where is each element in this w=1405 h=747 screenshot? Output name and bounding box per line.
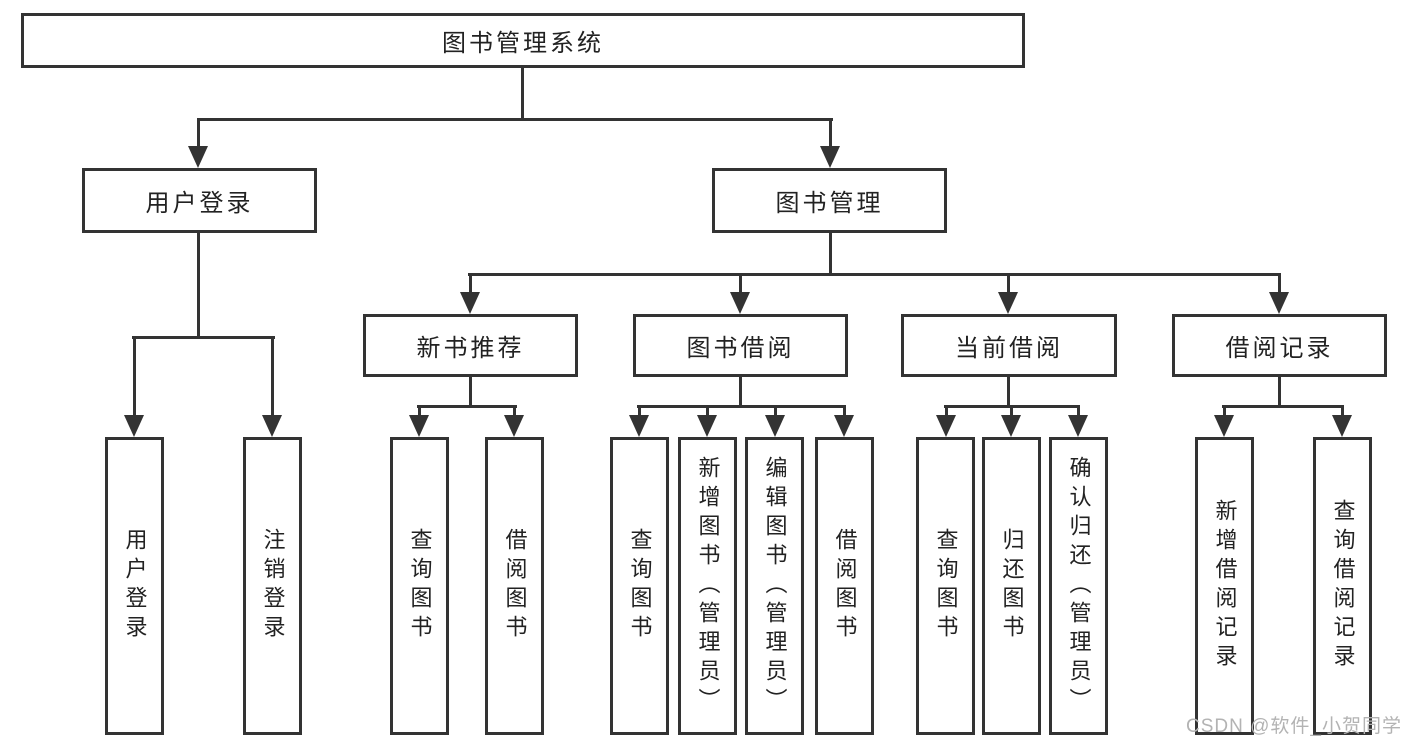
node-book-borrow: 图书借阅 xyxy=(633,314,848,377)
node-root-label: 图书管理系统 xyxy=(442,30,604,57)
node-book-management: 图书管理 xyxy=(712,168,947,233)
node-book-borrow-label: 图书借阅 xyxy=(686,335,795,362)
down-arrow-leaf-user-login xyxy=(124,338,144,437)
connector-hline-current-borrow xyxy=(944,405,1080,408)
down-arrow-return-book xyxy=(1001,407,1021,437)
node-new-book-recommend-label: 新书推荐 xyxy=(416,335,525,362)
leaf-add-book-label: 新增图书（管理员） xyxy=(695,455,721,717)
down-arrow-query-book-1 xyxy=(409,407,429,437)
down-arrow-add-borrow-record xyxy=(1214,407,1234,437)
leaf-add-borrow-record: 新增借阅记录 xyxy=(1195,437,1254,735)
down-arrow-current-borrow xyxy=(998,275,1018,314)
down-arrow-borrow-book-1 xyxy=(504,407,524,437)
down-arrow-query-borrow-record xyxy=(1332,407,1352,437)
down-arrow-book-borrow xyxy=(730,275,750,314)
connector-hline-borrow-record xyxy=(1222,405,1344,408)
down-arrow-add-book xyxy=(697,407,717,437)
down-arrow-query-book-2 xyxy=(629,407,649,437)
leaf-borrow-book-2-label: 借阅图书 xyxy=(832,528,858,644)
leaf-query-book-3: 查询图书 xyxy=(916,437,975,735)
node-borrow-record-label: 借阅记录 xyxy=(1225,335,1334,362)
node-book-management-label: 图书管理 xyxy=(775,190,884,217)
leaf-query-book-1: 查询图书 xyxy=(390,437,449,735)
connector-hline-level3 xyxy=(468,273,1281,276)
connector-hline-new-book-recommend xyxy=(417,405,517,408)
down-arrow-confirm-return xyxy=(1068,407,1088,437)
csdn-watermark: CSDN @软件_小贺同学 xyxy=(1186,716,1402,737)
leaf-confirm-return: 确认归还（管理员） xyxy=(1049,437,1108,735)
connector-vline-user-login xyxy=(197,231,200,339)
node-user-login-label: 用户登录 xyxy=(145,190,254,217)
down-arrow-new-book-recommend xyxy=(460,275,480,314)
down-arrow-borrow-record xyxy=(1269,275,1289,314)
leaf-logout: 注销登录 xyxy=(243,437,302,735)
connector-vline-book-management xyxy=(829,231,832,276)
leaf-edit-book: 编辑图书（管理员） xyxy=(745,437,804,735)
leaf-user-login-label: 用户登录 xyxy=(122,528,148,644)
leaf-return-book: 归还图书 xyxy=(982,437,1041,735)
leaf-add-borrow-record-label: 新增借阅记录 xyxy=(1212,499,1238,673)
leaf-query-book-3-label: 查询图书 xyxy=(933,528,959,644)
node-root: 图书管理系统 xyxy=(21,13,1025,68)
connector-hline-book-borrow xyxy=(637,405,846,408)
leaf-query-borrow-record-label: 查询借阅记录 xyxy=(1330,499,1356,673)
down-arrow-edit-book xyxy=(765,407,785,437)
leaf-borrow-book-1: 借阅图书 xyxy=(485,437,544,735)
connector-hline-user-login xyxy=(132,336,275,339)
node-current-borrow: 当前借阅 xyxy=(901,314,1117,377)
leaf-borrow-book-1-label: 借阅图书 xyxy=(502,528,528,644)
leaf-return-book-label: 归还图书 xyxy=(999,528,1025,644)
leaf-edit-book-label: 编辑图书（管理员） xyxy=(762,455,788,717)
leaf-confirm-return-label: 确认归还（管理员） xyxy=(1066,455,1092,717)
leaf-logout-label: 注销登录 xyxy=(260,528,286,644)
leaf-query-book-2: 查询图书 xyxy=(610,437,669,735)
down-arrow-leaf-logout xyxy=(262,338,282,437)
down-arrow-borrow-book-2 xyxy=(834,407,854,437)
connector-hline-level2 xyxy=(197,118,833,121)
leaf-query-book-2-label: 查询图书 xyxy=(627,528,653,644)
leaf-query-borrow-record: 查询借阅记录 xyxy=(1313,437,1372,735)
leaf-borrow-book-2: 借阅图书 xyxy=(815,437,874,735)
leaf-add-book: 新增图书（管理员） xyxy=(678,437,737,735)
connector-vline-new-book-recommend xyxy=(469,375,472,408)
connector-vline-root xyxy=(521,66,524,121)
down-arrow-query-book-3 xyxy=(936,407,956,437)
node-current-borrow-label: 当前借阅 xyxy=(955,335,1063,362)
connector-vline-borrow-record xyxy=(1278,375,1281,408)
node-new-book-recommend: 新书推荐 xyxy=(363,314,578,377)
leaf-user-login: 用户登录 xyxy=(105,437,164,735)
connector-vline-current-borrow xyxy=(1007,375,1010,408)
down-arrow-book-management xyxy=(820,120,840,168)
leaf-query-book-1-label: 查询图书 xyxy=(407,528,433,644)
down-arrow-user-login xyxy=(188,120,208,168)
connector-vline-book-borrow xyxy=(739,375,742,408)
node-borrow-record: 借阅记录 xyxy=(1172,314,1387,377)
node-user-login: 用户登录 xyxy=(82,168,317,233)
